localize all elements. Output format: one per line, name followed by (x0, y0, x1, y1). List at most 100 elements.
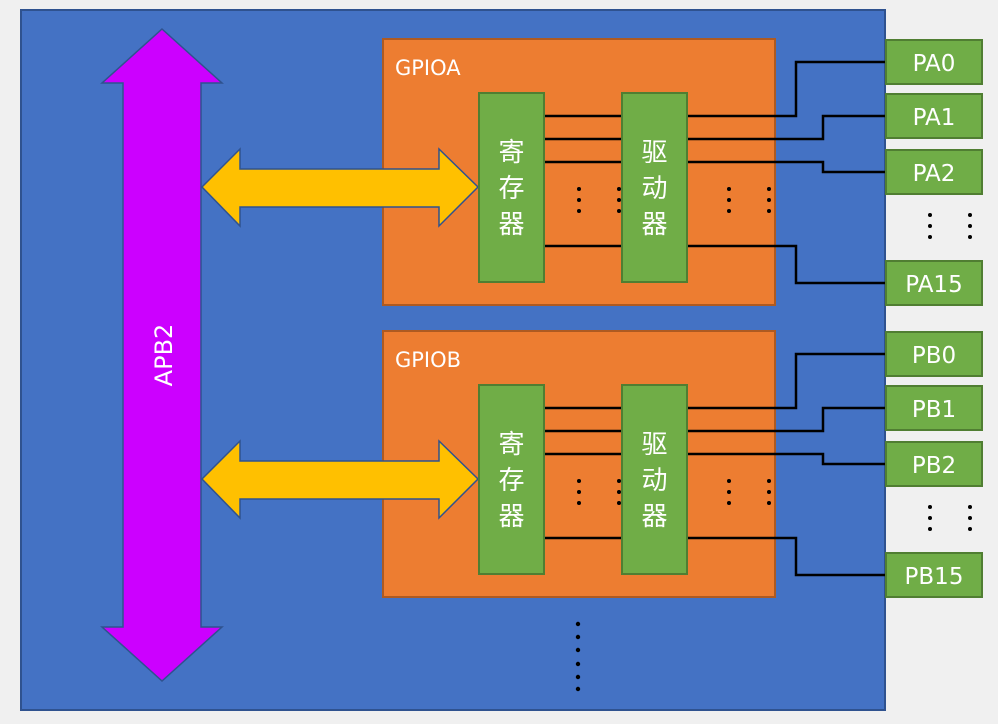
driver-label-char: 器 (641, 502, 667, 532)
register-label-char: 存 (498, 466, 524, 496)
pin-box (885, 93, 983, 139)
ellipsis-dot (767, 479, 771, 483)
driver-label-char: 动 (641, 174, 667, 204)
ellipsis-dot (575, 634, 581, 640)
driver-output-ellipsis-right (767, 187, 771, 213)
pin-label: PB2 (912, 453, 956, 479)
ellipsis-dot (968, 224, 972, 228)
ellipsis-dot (575, 621, 581, 627)
pin-box (885, 149, 983, 195)
ellipsis-dot (617, 501, 621, 505)
ellipsis-dot (767, 501, 771, 505)
ellipsis-dot (727, 501, 731, 505)
ellipsis-dot (727, 198, 731, 202)
pin-pa1: PA1 (885, 93, 983, 139)
register-box (478, 92, 545, 283)
driver-pin-wire (688, 244, 885, 285)
pin-label: PA2 (913, 161, 956, 187)
register-driver-ellipsis-left (577, 479, 581, 505)
driver-pin-wire (688, 536, 885, 577)
driver-pin-wire (688, 160, 885, 174)
pin-ellipsis-right (968, 505, 972, 531)
ellipsis-dot (617, 209, 621, 213)
ellipsis-dot (928, 516, 932, 520)
driver-label-char: 驱 (641, 138, 667, 168)
pin-pa2: PA2 (885, 149, 983, 195)
ellipsis-dot (727, 490, 731, 494)
apb2-bus-arrow (100, 27, 224, 683)
ellipsis-dot (727, 479, 731, 483)
pin-ellipsis-left (928, 505, 932, 531)
ellipsis-dot (575, 647, 581, 653)
pin-box (885, 331, 983, 377)
gpioa-box (382, 38, 776, 306)
ellipsis-dot (577, 501, 581, 505)
ellipsis-dot (617, 198, 621, 202)
driver-output-ellipsis-left (727, 187, 731, 213)
pin-ellipsis-right (968, 213, 972, 239)
driver-label-char: 器 (641, 210, 667, 240)
pin-pa0: PA0 (885, 39, 983, 85)
ellipsis-dot (577, 479, 581, 483)
gpioa-label: GPIOA (395, 56, 461, 80)
gpiob-label: GPIOB (395, 348, 461, 372)
ellipsis-dot (577, 187, 581, 191)
driver-pin-wire (688, 60, 885, 118)
driver-pin-wire (688, 406, 885, 433)
gpioa-driver-block: 驱动器 (621, 92, 688, 283)
ellipsis-dot (767, 209, 771, 213)
ellipsis-dot (727, 187, 731, 191)
gpioa-register-block: 寄存器 (478, 92, 545, 283)
pin-label: PA0 (913, 51, 956, 77)
ellipsis-dot (575, 674, 581, 680)
pin-label: PA1 (913, 105, 956, 131)
pin-box (885, 260, 983, 306)
driver-pin-wire (688, 452, 885, 466)
ellipsis-dot (577, 198, 581, 202)
pin-ellipsis-left (928, 213, 932, 239)
ellipsis-dot (767, 187, 771, 191)
ellipsis-dot (575, 686, 581, 692)
ellipsis-dot (577, 490, 581, 494)
register-label-char: 存 (498, 174, 524, 204)
pin-label: PA15 (905, 272, 962, 298)
ellipsis-dot (577, 209, 581, 213)
pin-box (885, 552, 983, 598)
ellipsis-dot (727, 209, 731, 213)
ellipsis-dot (617, 490, 621, 494)
pin-pa15: PA15 (885, 260, 983, 306)
driver-pin-wire (688, 114, 885, 141)
pin-pb0: PB0 (885, 331, 983, 377)
pin-box (885, 441, 983, 487)
apb2-bus-label: APB2 (150, 324, 178, 387)
driver-box (621, 92, 688, 283)
gpiob-driver-block: 驱动器 (621, 384, 688, 575)
register-driver-ellipsis-right (617, 479, 621, 505)
pin-label: PB0 (912, 343, 956, 369)
ellipsis-dot (767, 198, 771, 202)
register-label-char: 寄 (498, 138, 524, 168)
register-driver-ellipsis-left (577, 187, 581, 213)
pin-label: PB1 (912, 397, 956, 423)
register-box (478, 384, 545, 575)
driver-pin-wire (688, 352, 885, 410)
driver-output-ellipsis-right (767, 479, 771, 505)
ellipsis-dot (928, 213, 932, 217)
ellipsis-dot (928, 235, 932, 239)
pin-box (885, 385, 983, 431)
driver-output-ellipsis-left (727, 479, 731, 505)
pin-pb15: PB15 (885, 552, 983, 598)
pin-pb1: PB1 (885, 385, 983, 431)
gpiob-register-block: 寄存器 (478, 384, 545, 575)
ellipsis-dot (968, 516, 972, 520)
register-label-char: 寄 (498, 430, 524, 460)
more-ports-ellipsis (575, 621, 581, 692)
pin-pb2: PB2 (885, 441, 983, 487)
register-label-char: 器 (498, 210, 524, 240)
register-label-char: 器 (498, 502, 524, 532)
ellipsis-dot (968, 213, 972, 217)
driver-label-char: 动 (641, 466, 667, 496)
